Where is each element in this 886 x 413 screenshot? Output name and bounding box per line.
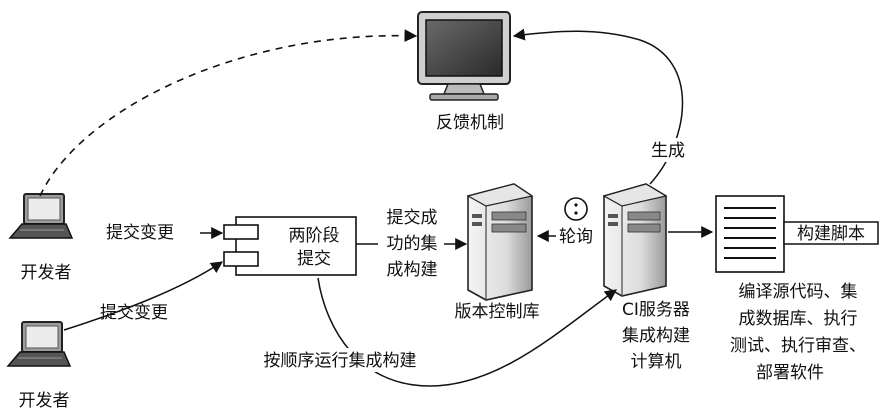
laptop-icon-bottom	[6, 321, 72, 367]
commit-success-line3: 成构建	[387, 260, 438, 280]
document-icon	[715, 195, 785, 273]
monitor-icon	[417, 11, 511, 101]
build-script-label: 构建脚本	[797, 224, 865, 244]
poll-label: 轮询	[559, 227, 593, 247]
commit-success-line2: 功的集	[387, 234, 438, 254]
sequential-build-label: 按顺序运行集成构建	[264, 351, 417, 371]
ci-server-line2: 集成构建	[622, 326, 690, 346]
version-control-label: 版本控制库	[455, 302, 540, 322]
two-phase-commit-box	[223, 216, 357, 276]
build-script-label-box	[783, 221, 879, 245]
tasks-line3: 测试、执行审查、	[730, 336, 866, 356]
sequential-build-arrow	[317, 277, 617, 387]
tasks-line2: 成数据库、执行	[739, 309, 858, 329]
tasks-line4: 部署软件	[756, 363, 824, 383]
developer-top-label: 开发者	[21, 263, 72, 283]
generate-label: 生成	[651, 141, 685, 161]
two-phase-line1: 两阶段	[289, 226, 340, 246]
tasks-line1: 编译源代码、集	[739, 282, 858, 302]
developer-bottom-label: 开发者	[19, 391, 70, 411]
poll-symbol-icon	[564, 197, 588, 221]
laptop-icon-top	[8, 193, 74, 239]
version-control-server-icon	[466, 183, 534, 301]
commit-success-line1: 提交成	[387, 208, 438, 228]
commit-top-label: 提交变更	[106, 223, 174, 243]
commit-bottom-arrow	[63, 261, 223, 331]
commit-bottom-label: 提交变更	[100, 303, 168, 323]
ci-server-line1: CI服务器	[622, 300, 690, 320]
two-phase-line2: 提交	[297, 249, 331, 269]
feedback-dashed-arrow	[39, 29, 418, 197]
ci-server-line3: 计算机	[631, 352, 682, 372]
feedback-label: 反馈机制	[436, 113, 504, 133]
ci-server-icon	[602, 183, 668, 297]
